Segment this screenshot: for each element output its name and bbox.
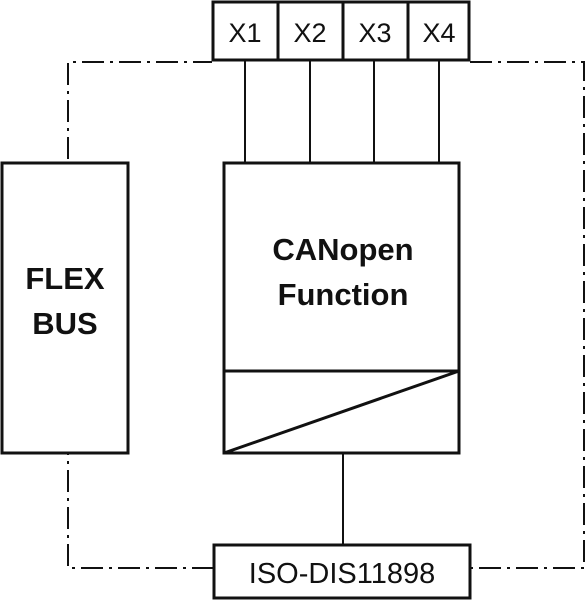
flexbus-block: FLEX BUS (0, 161, 130, 455)
canopen-function-block: CANopen Function (222, 161, 461, 455)
flexbus-label-line1: FLEX (25, 261, 105, 296)
flexbus-box (0, 161, 130, 455)
port-label-x4: X4 (422, 18, 455, 48)
canopen-box (222, 161, 461, 455)
port-box-x2 (276, 0, 345, 62)
flexbus-label-line2: BUS (32, 306, 97, 341)
converter-diagonal (223, 369, 460, 455)
port-label-x3: X3 (358, 18, 391, 48)
bus-standard-block: ISO-DIS11898 (212, 543, 472, 600)
port-connector-block: X1 X2 X3 X4 (211, 0, 471, 62)
bus-standard-label: ISO-DIS11898 (249, 558, 435, 590)
port-box-x3 (341, 0, 410, 62)
port-box-x4 (406, 0, 471, 62)
bus-standard-box (212, 543, 472, 600)
canopen-label-line2: Function (278, 277, 409, 312)
port-label-x1: X1 (228, 18, 261, 48)
port-label-x2: X2 (293, 18, 326, 48)
canopen-label-line1: CANopen (272, 232, 413, 267)
